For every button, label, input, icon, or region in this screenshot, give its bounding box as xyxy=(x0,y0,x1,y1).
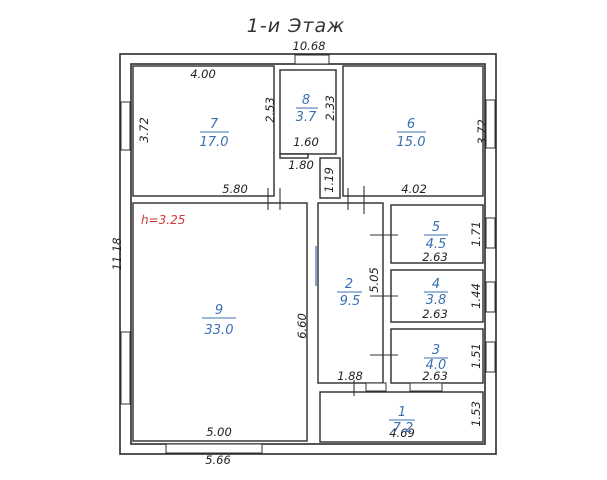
room-8-inner xyxy=(279,153,309,159)
dim-r6-height: 3.72 xyxy=(475,119,489,145)
corridor-jog-outline xyxy=(319,157,341,199)
room-number: 6 xyxy=(407,117,415,132)
room-1-outline xyxy=(319,391,484,443)
room-number: 1 xyxy=(398,405,406,420)
room-label-9: 9 33.0 xyxy=(202,303,236,338)
room-label-1: 1 7.2 xyxy=(389,405,415,436)
room-8-outline xyxy=(279,69,337,155)
room-6-outline xyxy=(342,65,484,197)
room-3-outline xyxy=(390,328,484,384)
room-4-outline xyxy=(390,269,484,323)
room-area: 15.0 xyxy=(397,135,426,150)
room-number: 5 xyxy=(432,220,440,235)
dim-r4-height: 1.44 xyxy=(469,283,483,309)
dim-r8-width-a: 1.60 xyxy=(293,135,319,149)
room-9-outline xyxy=(132,202,308,442)
room-area: 3.7 xyxy=(296,110,317,125)
dimension-labels: 10.68 4.00 3.72 2.53 2.33 1.60 1.80 1.19… xyxy=(110,39,489,467)
room-area: 3.8 xyxy=(426,293,447,308)
dim-r9-bottom: 5.00 xyxy=(206,425,232,439)
dim-total-width-top: 10.68 xyxy=(293,39,326,53)
room-area: 17.0 xyxy=(200,135,229,150)
dim-total-height-left: 11.18 xyxy=(110,238,124,271)
room-area: 4.5 xyxy=(426,237,447,252)
dim-r9-height: 6.60 xyxy=(295,313,309,339)
dim-total-width-bottom: 5.66 xyxy=(205,453,231,467)
room-area: 9.5 xyxy=(340,294,361,309)
dim-r3-width: 2.63 xyxy=(422,369,448,383)
dim-r2-bottom: 1.88 xyxy=(337,369,363,383)
room-7-outline xyxy=(132,65,275,197)
dim-r5-height: 1.71 xyxy=(469,221,483,247)
dim-r6-bottom: 4.02 xyxy=(401,182,427,196)
room-area: 33.0 xyxy=(205,323,234,338)
room-label-8: 8 3.7 xyxy=(296,93,318,125)
dim-r8-height-a: 2.53 xyxy=(263,97,277,123)
room-number: 2 xyxy=(345,277,353,292)
dim-r8-width-b: 1.80 xyxy=(288,158,314,172)
room-label-2: 2 9.5 xyxy=(337,277,362,309)
windows xyxy=(120,54,496,454)
room-label-7: 7 17.0 xyxy=(200,117,229,150)
dim-r7-bottom: 5.80 xyxy=(222,182,248,196)
room-2-outline xyxy=(317,202,384,384)
room-area: 7.2 xyxy=(393,421,414,436)
plan-title: 1-и Этаж xyxy=(247,15,345,37)
dim-r7-height: 3.72 xyxy=(137,117,151,143)
room-label-4: 4 3.8 xyxy=(424,277,448,308)
dim-r4-width: 2.63 xyxy=(422,307,448,321)
dim-r7-width: 4.00 xyxy=(190,67,216,81)
dim-corridor-jog: 1.19 xyxy=(322,167,336,193)
ceiling-height-label: h=3.25 xyxy=(141,213,185,227)
room-label-6: 6 15.0 xyxy=(397,117,426,150)
room-label-3: 3 4.0 xyxy=(424,343,448,373)
room-area: 4.0 xyxy=(426,358,447,373)
dim-r1-width: 4.69 xyxy=(389,426,415,440)
room-number: 7 xyxy=(210,117,219,132)
door-marks xyxy=(267,186,398,396)
room-5-outline xyxy=(390,204,484,264)
room-number: 9 xyxy=(215,303,223,318)
dim-r1-height: 1.53 xyxy=(469,401,483,427)
dim-r5-width: 2.63 xyxy=(422,250,448,264)
dim-r8-height-b: 2.33 xyxy=(323,95,337,121)
room-number: 8 xyxy=(302,93,310,108)
dim-r2-height: 5.05 xyxy=(367,267,381,293)
room-number: 4 xyxy=(432,277,440,292)
room-number: 3 xyxy=(432,343,440,358)
room-label-5: 5 4.5 xyxy=(424,220,448,252)
dim-r3-height: 1.51 xyxy=(469,343,483,369)
